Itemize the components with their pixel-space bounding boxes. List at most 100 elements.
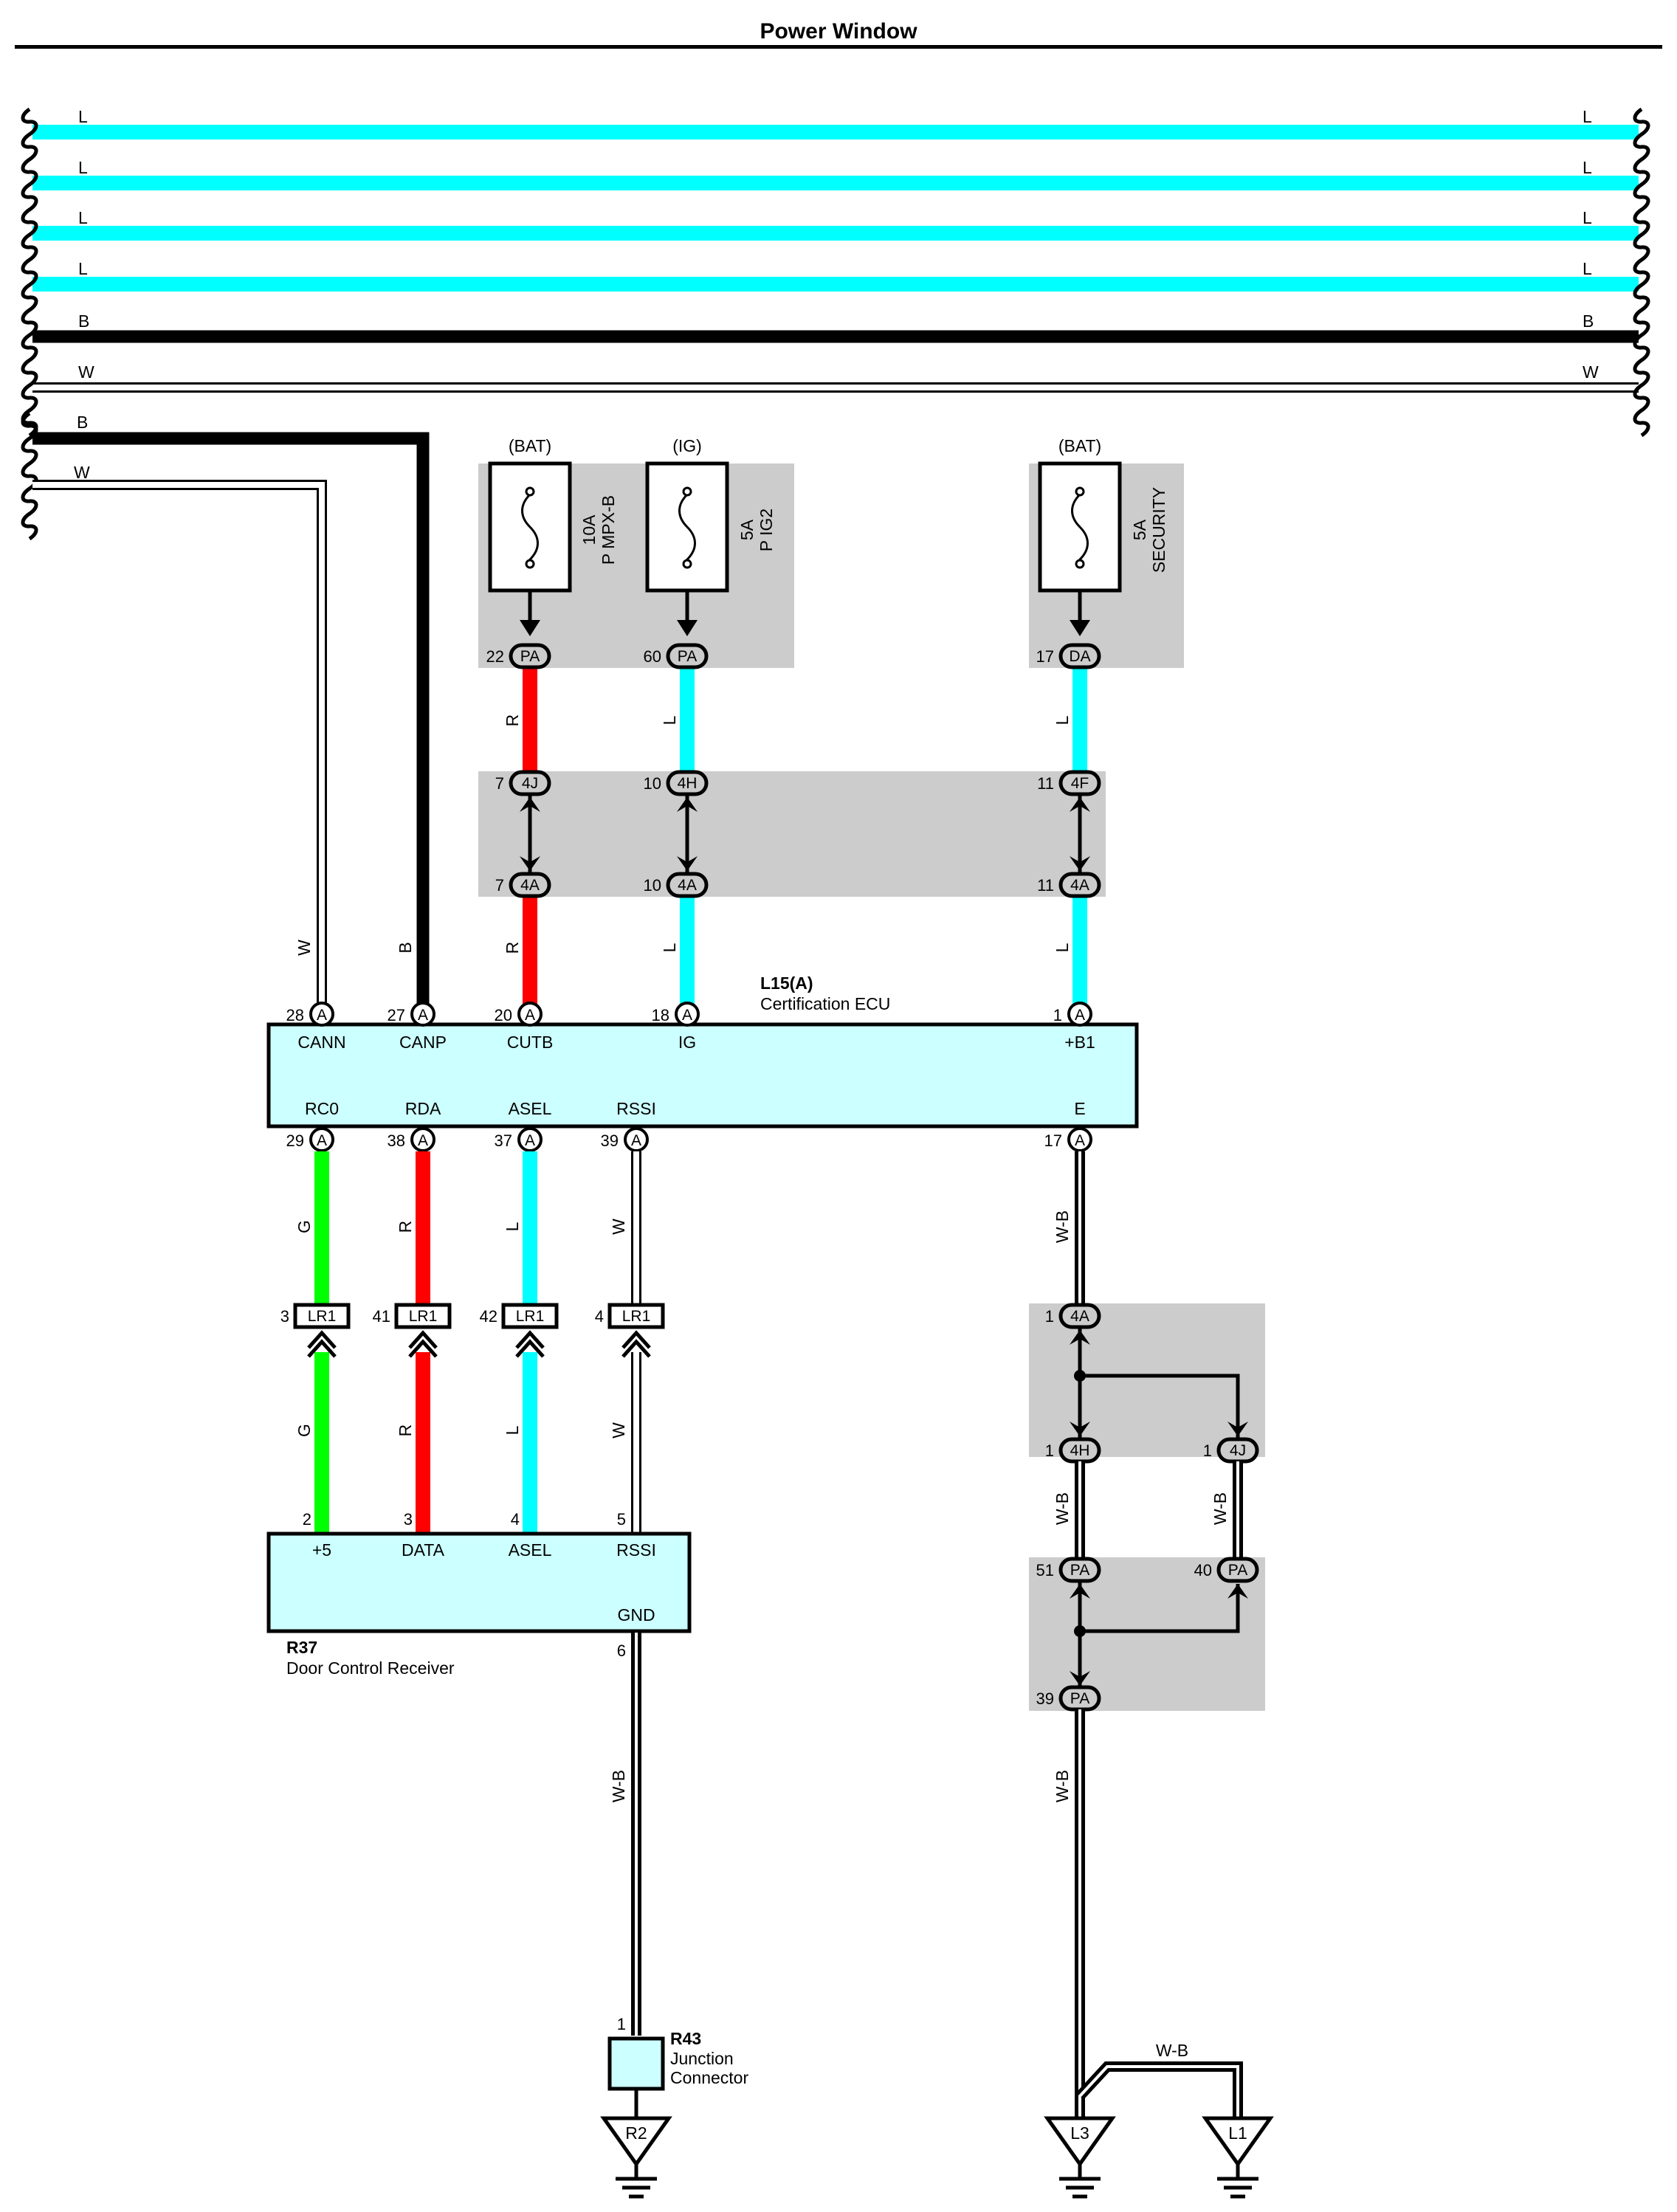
branch-w-label: W (74, 463, 90, 482)
svg-text:A: A (317, 1132, 327, 1149)
svg-text:W-B: W-B (1053, 1770, 1072, 1802)
svg-text:40: 40 (1194, 1561, 1212, 1579)
svg-text:IG: IG (678, 1033, 696, 1052)
svg-text:LR1: LR1 (516, 1308, 545, 1325)
svg-text:A: A (682, 1007, 692, 1024)
svg-text:L: L (503, 1425, 522, 1435)
svg-text:42: 42 (480, 1307, 497, 1326)
bus-label-right-0: L (1583, 107, 1592, 126)
svg-text:1: 1 (617, 2015, 626, 2033)
svg-text:W-B: W-B (1053, 1210, 1072, 1243)
ecu-bottom-pin-4 (1067, 1127, 1092, 1152)
svg-text:W-B: W-B (1053, 1492, 1072, 1525)
svg-text:LR1: LR1 (308, 1308, 337, 1325)
diagram-title: Power Window (760, 19, 917, 44)
svg-text:11: 11 (1037, 876, 1054, 895)
svg-text:10: 10 (644, 774, 661, 793)
svg-text:2: 2 (303, 1510, 311, 1529)
upper-junctions: 4J 7 4A 7 4H 10 4A 10 4F 11 4A 11 (495, 770, 1101, 898)
svg-text:RSSI: RSSI (616, 1540, 656, 1560)
svg-text:W-B: W-B (609, 1770, 628, 1802)
svg-text:4A: 4A (678, 877, 697, 894)
shaded-blocks (478, 464, 1265, 1711)
junction-connector-r43: 1 R43 Junction Connector (607, 2015, 748, 2118)
wire-b-canp (32, 432, 430, 1007)
svg-text:W: W (609, 1219, 628, 1235)
svg-text:P IG2: P IG2 (757, 509, 776, 551)
svg-text:L: L (503, 1222, 522, 1231)
svg-text:PA: PA (1228, 1562, 1247, 1579)
svg-text:L: L (660, 715, 679, 725)
svg-text:ASEL: ASEL (509, 1540, 552, 1560)
svg-text:60: 60 (644, 647, 661, 666)
svg-text:A: A (631, 1132, 641, 1149)
break-marks (21, 107, 1650, 541)
svg-text:39: 39 (1036, 1689, 1054, 1708)
junction-block-ground-a (1029, 1303, 1265, 1457)
svg-text:1: 1 (1203, 1441, 1212, 1460)
wire-w-cann-outline (32, 480, 327, 1007)
svg-text:4A: 4A (1070, 877, 1089, 894)
ecu-top-pin-1 (410, 1002, 435, 1027)
svg-text:DATA: DATA (402, 1540, 445, 1560)
svg-text:3: 3 (404, 1510, 413, 1529)
branch-wires: B W (32, 413, 430, 1007)
ecu-top-pin-4 (1067, 1002, 1092, 1027)
ecu-bottom-pin-0 (309, 1127, 334, 1152)
title-rule (15, 45, 1662, 49)
svg-text:RSSI: RSSI (616, 1099, 656, 1118)
receiver-name: Door Control Receiver (286, 1658, 455, 1678)
fuse-1-source: (BAT) (509, 436, 551, 455)
svg-text:3: 3 (280, 1307, 289, 1326)
svg-text:R2: R2 (625, 2123, 647, 2143)
lr1-connector-2 (501, 1303, 559, 1329)
svg-text:17: 17 (1044, 1131, 1062, 1150)
svg-text:4: 4 (511, 1510, 520, 1529)
svg-text:R: R (503, 942, 522, 954)
svg-text:17: 17 (1036, 647, 1054, 666)
svg-text:PA: PA (1070, 1562, 1089, 1579)
bus-label-left-4: B (78, 311, 89, 331)
svg-text:DA: DA (1069, 648, 1090, 665)
fuse-3-symbol (1071, 487, 1089, 568)
ecu-top-pin-0 (309, 1002, 334, 1027)
svg-text:ASEL: ASEL (509, 1099, 552, 1118)
svg-text:4F: 4F (1071, 775, 1089, 792)
svg-text:A: A (525, 1132, 535, 1149)
svg-text:37: 37 (495, 1131, 512, 1150)
certification-ecu: L15(A) Certification ECU A28CANNA27CANPA… (266, 974, 1139, 1152)
svg-text:L: L (1053, 943, 1072, 952)
bus-label-right-5: W (1583, 362, 1599, 382)
svg-text:4H: 4H (1070, 1442, 1090, 1459)
svg-text:A: A (418, 1007, 428, 1024)
svg-text:7: 7 (495, 876, 504, 895)
svg-text:Connector: Connector (670, 2068, 748, 2087)
svg-text:51: 51 (1036, 1561, 1054, 1579)
svg-text:+5: +5 (312, 1540, 331, 1560)
svg-text:22: 22 (486, 647, 504, 666)
svg-text:A: A (1075, 1007, 1085, 1024)
lr1-connector-1 (394, 1303, 452, 1329)
svg-text:CUTB: CUTB (507, 1033, 554, 1052)
svg-text:29: 29 (286, 1131, 304, 1150)
bus-label-right-1: L (1583, 158, 1592, 177)
ecu-bottom-pin-1 (410, 1127, 435, 1152)
bus-label-left-0: L (78, 107, 88, 126)
junction-block-upper (478, 771, 1106, 897)
svg-text:10: 10 (644, 876, 661, 895)
svg-text:LR1: LR1 (409, 1308, 438, 1325)
svg-text:11: 11 (1037, 774, 1054, 793)
fuses: (BAT) 10A P MPX-B (IG) 5A P IG2 (BAT) 5A… (488, 436, 1168, 636)
ground-wiring: W-B 4A 1 4H 1 4J 1 W-B W-B PA 51 PA 40 (1036, 1151, 1259, 2118)
branch-b-label: B (77, 413, 88, 432)
bus-label-right-4: B (1583, 311, 1594, 331)
svg-text:41: 41 (373, 1307, 390, 1326)
svg-text:R: R (396, 1221, 415, 1233)
svg-text:R: R (503, 714, 522, 727)
svg-text:4: 4 (595, 1307, 604, 1326)
fuse-connectors: PA 22 PA 60 DA 17 (486, 643, 1101, 669)
svg-text:P MPX-B: P MPX-B (599, 495, 618, 565)
svg-text:GND: GND (617, 1605, 655, 1624)
